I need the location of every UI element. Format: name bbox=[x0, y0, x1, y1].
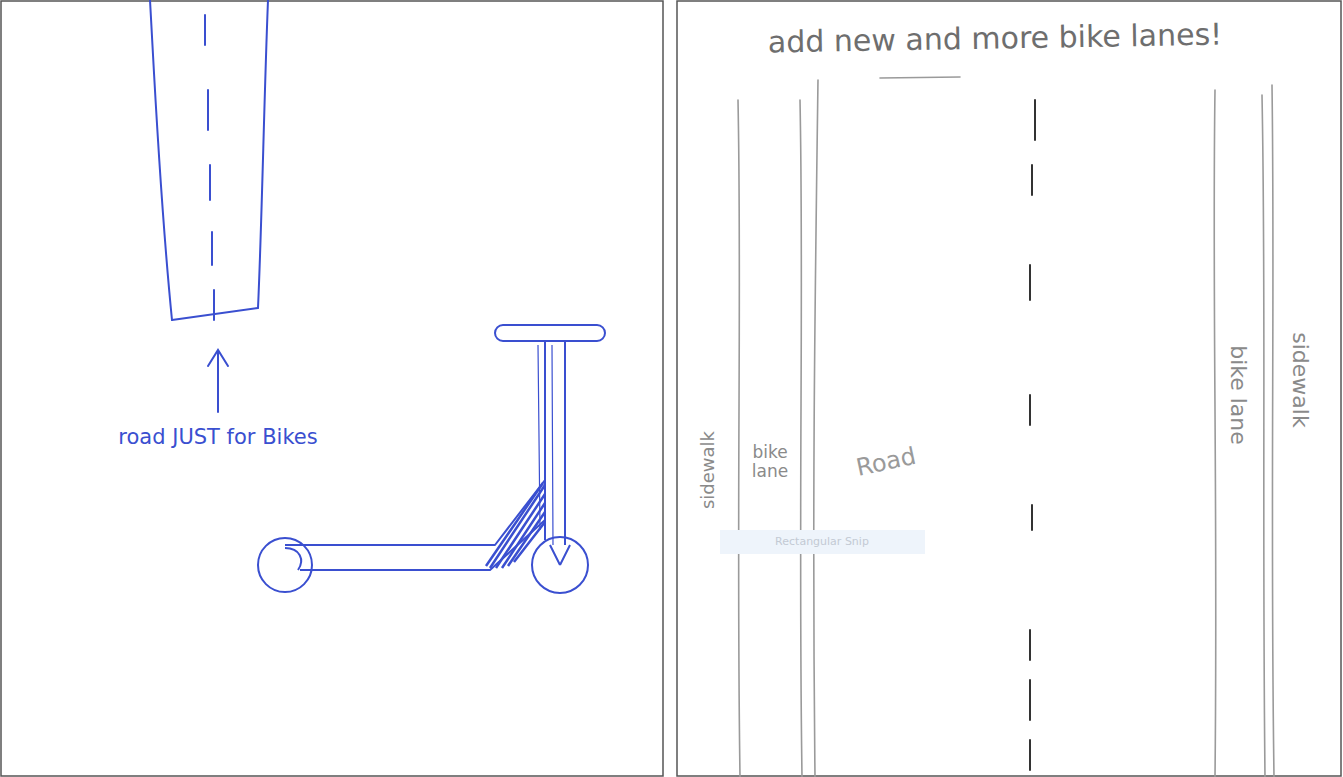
road-edge bbox=[258, 0, 268, 308]
sidewalk-edge bbox=[1262, 95, 1265, 777]
arrow-head bbox=[208, 350, 228, 366]
scooter bbox=[258, 325, 605, 593]
sidewalk-label: sidewalk bbox=[1288, 332, 1312, 427]
bike-road bbox=[150, 0, 268, 320]
arrow-shaft bbox=[217, 352, 219, 412]
watermark: Rectangular Snip bbox=[775, 536, 869, 548]
right-panel bbox=[677, 1, 1341, 776]
lane-edge bbox=[800, 100, 802, 777]
stem bbox=[545, 341, 565, 545]
bike-lane-label: bike lane bbox=[1226, 345, 1250, 445]
fender bbox=[285, 548, 301, 570]
snip-badge bbox=[720, 530, 925, 554]
pointer-arrow bbox=[208, 350, 228, 412]
road-label: Road bbox=[854, 443, 918, 481]
road-edge bbox=[150, 0, 172, 320]
faint-line bbox=[880, 77, 960, 78]
street-lines bbox=[738, 77, 1274, 777]
fork bbox=[550, 545, 570, 565]
sidewalk-edge bbox=[738, 100, 740, 777]
sidewalk-edge bbox=[1272, 85, 1274, 777]
deck-hatching bbox=[486, 483, 545, 568]
handlebar bbox=[495, 325, 605, 341]
front-wheel bbox=[532, 537, 588, 593]
center-dashes bbox=[205, 15, 214, 320]
deck bbox=[285, 480, 545, 570]
stem-shading bbox=[538, 345, 553, 545]
sidewalk-label: sidewalk bbox=[698, 431, 718, 509]
page-heading: add new and more bike lanes! bbox=[768, 18, 1223, 59]
left-panel bbox=[1, 1, 663, 776]
lane-edge bbox=[1214, 90, 1216, 777]
road-center-dashes bbox=[1030, 100, 1035, 770]
lane-edge bbox=[814, 80, 818, 777]
bike-lane-label: bike lane bbox=[745, 443, 795, 480]
rear-wheel bbox=[258, 538, 312, 592]
road-label: road JUST for Bikes bbox=[118, 426, 317, 449]
